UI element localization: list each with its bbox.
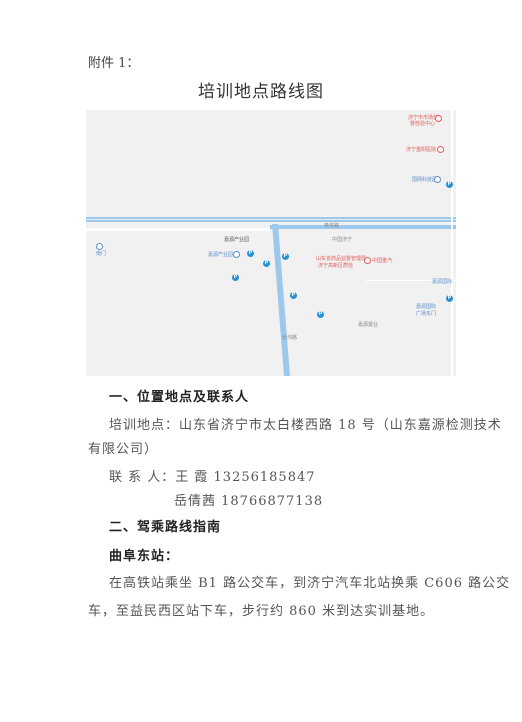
route-line: 在高铁站乘坐 B1 路公交车，到济宁汽车北站换乘 C606 路公交: [109, 576, 511, 591]
map-label: 中国济宁: [332, 237, 353, 243]
poi-marker-icon: [435, 115, 442, 122]
contact-line: 岳倩茜 18766877138: [174, 494, 324, 509]
map-label: 广场东门: [416, 311, 437, 317]
map-roads: [86, 110, 456, 376]
annex-label: 附件 1：: [88, 56, 140, 71]
map-label: 嘉源产业园: [208, 252, 234, 258]
map-label: 嘉源国际: [416, 304, 437, 310]
parking-icon: P: [282, 253, 289, 260]
contact-line: 联 系 人：王 霞 13256185847: [109, 470, 316, 485]
address-line: 培训地点：山东省济宁市太白楼西路 18 号（山东嘉源检测技术: [109, 418, 502, 433]
map-label: 督检验中心: [410, 121, 436, 127]
map-label: 南门: [96, 251, 107, 257]
parking-icon: P: [446, 181, 453, 188]
parking-icon: P: [263, 260, 270, 267]
map-label: 奥体路: [324, 223, 340, 229]
map-label: 济宁市市场监: [408, 115, 439, 121]
parking-icon: P: [446, 295, 453, 302]
page-title: 培训地点路线图: [198, 82, 324, 102]
map-label: 嘉源国际: [432, 279, 453, 285]
parking-icon: P: [232, 274, 239, 281]
parking-icon: P: [247, 250, 254, 257]
map-label: 济宁高新区质检: [318, 263, 354, 269]
parking-icon: P: [290, 292, 297, 299]
map-label: 山东省药品监督管理局: [316, 256, 367, 262]
poi-marker-icon: [434, 176, 441, 183]
section-heading-route: 二、驾乘路线指南: [109, 520, 222, 535]
map-label: 嘉源产业园: [224, 237, 250, 243]
poi-marker-icon: [437, 146, 444, 153]
station-name: 曲阜东站：: [109, 549, 180, 564]
poi-marker-icon: [364, 257, 371, 264]
map-label: 长沟路: [282, 335, 298, 341]
map-label: 嘉源置业: [358, 322, 379, 328]
map-label: 济宁重阳医院: [406, 147, 437, 153]
poi-marker-icon: [96, 243, 103, 250]
parking-icon: P: [317, 311, 324, 318]
address-line: 有限公司）: [88, 442, 159, 457]
map-label: 国网科技园: [412, 177, 438, 183]
section-heading-location: 一、位置地点及联系人: [109, 390, 250, 405]
route-map[interactable]: 济宁市市场监 督检验中心 济宁重阳医院 国网科技园 P 嘉源产业园 嘉源产业园 …: [86, 110, 456, 376]
route-line: 车，至益民西区站下车，步行约 860 米到达实训基地。: [88, 604, 435, 619]
map-label: 中国重汽: [372, 258, 393, 264]
poi-marker-icon: [233, 251, 240, 258]
